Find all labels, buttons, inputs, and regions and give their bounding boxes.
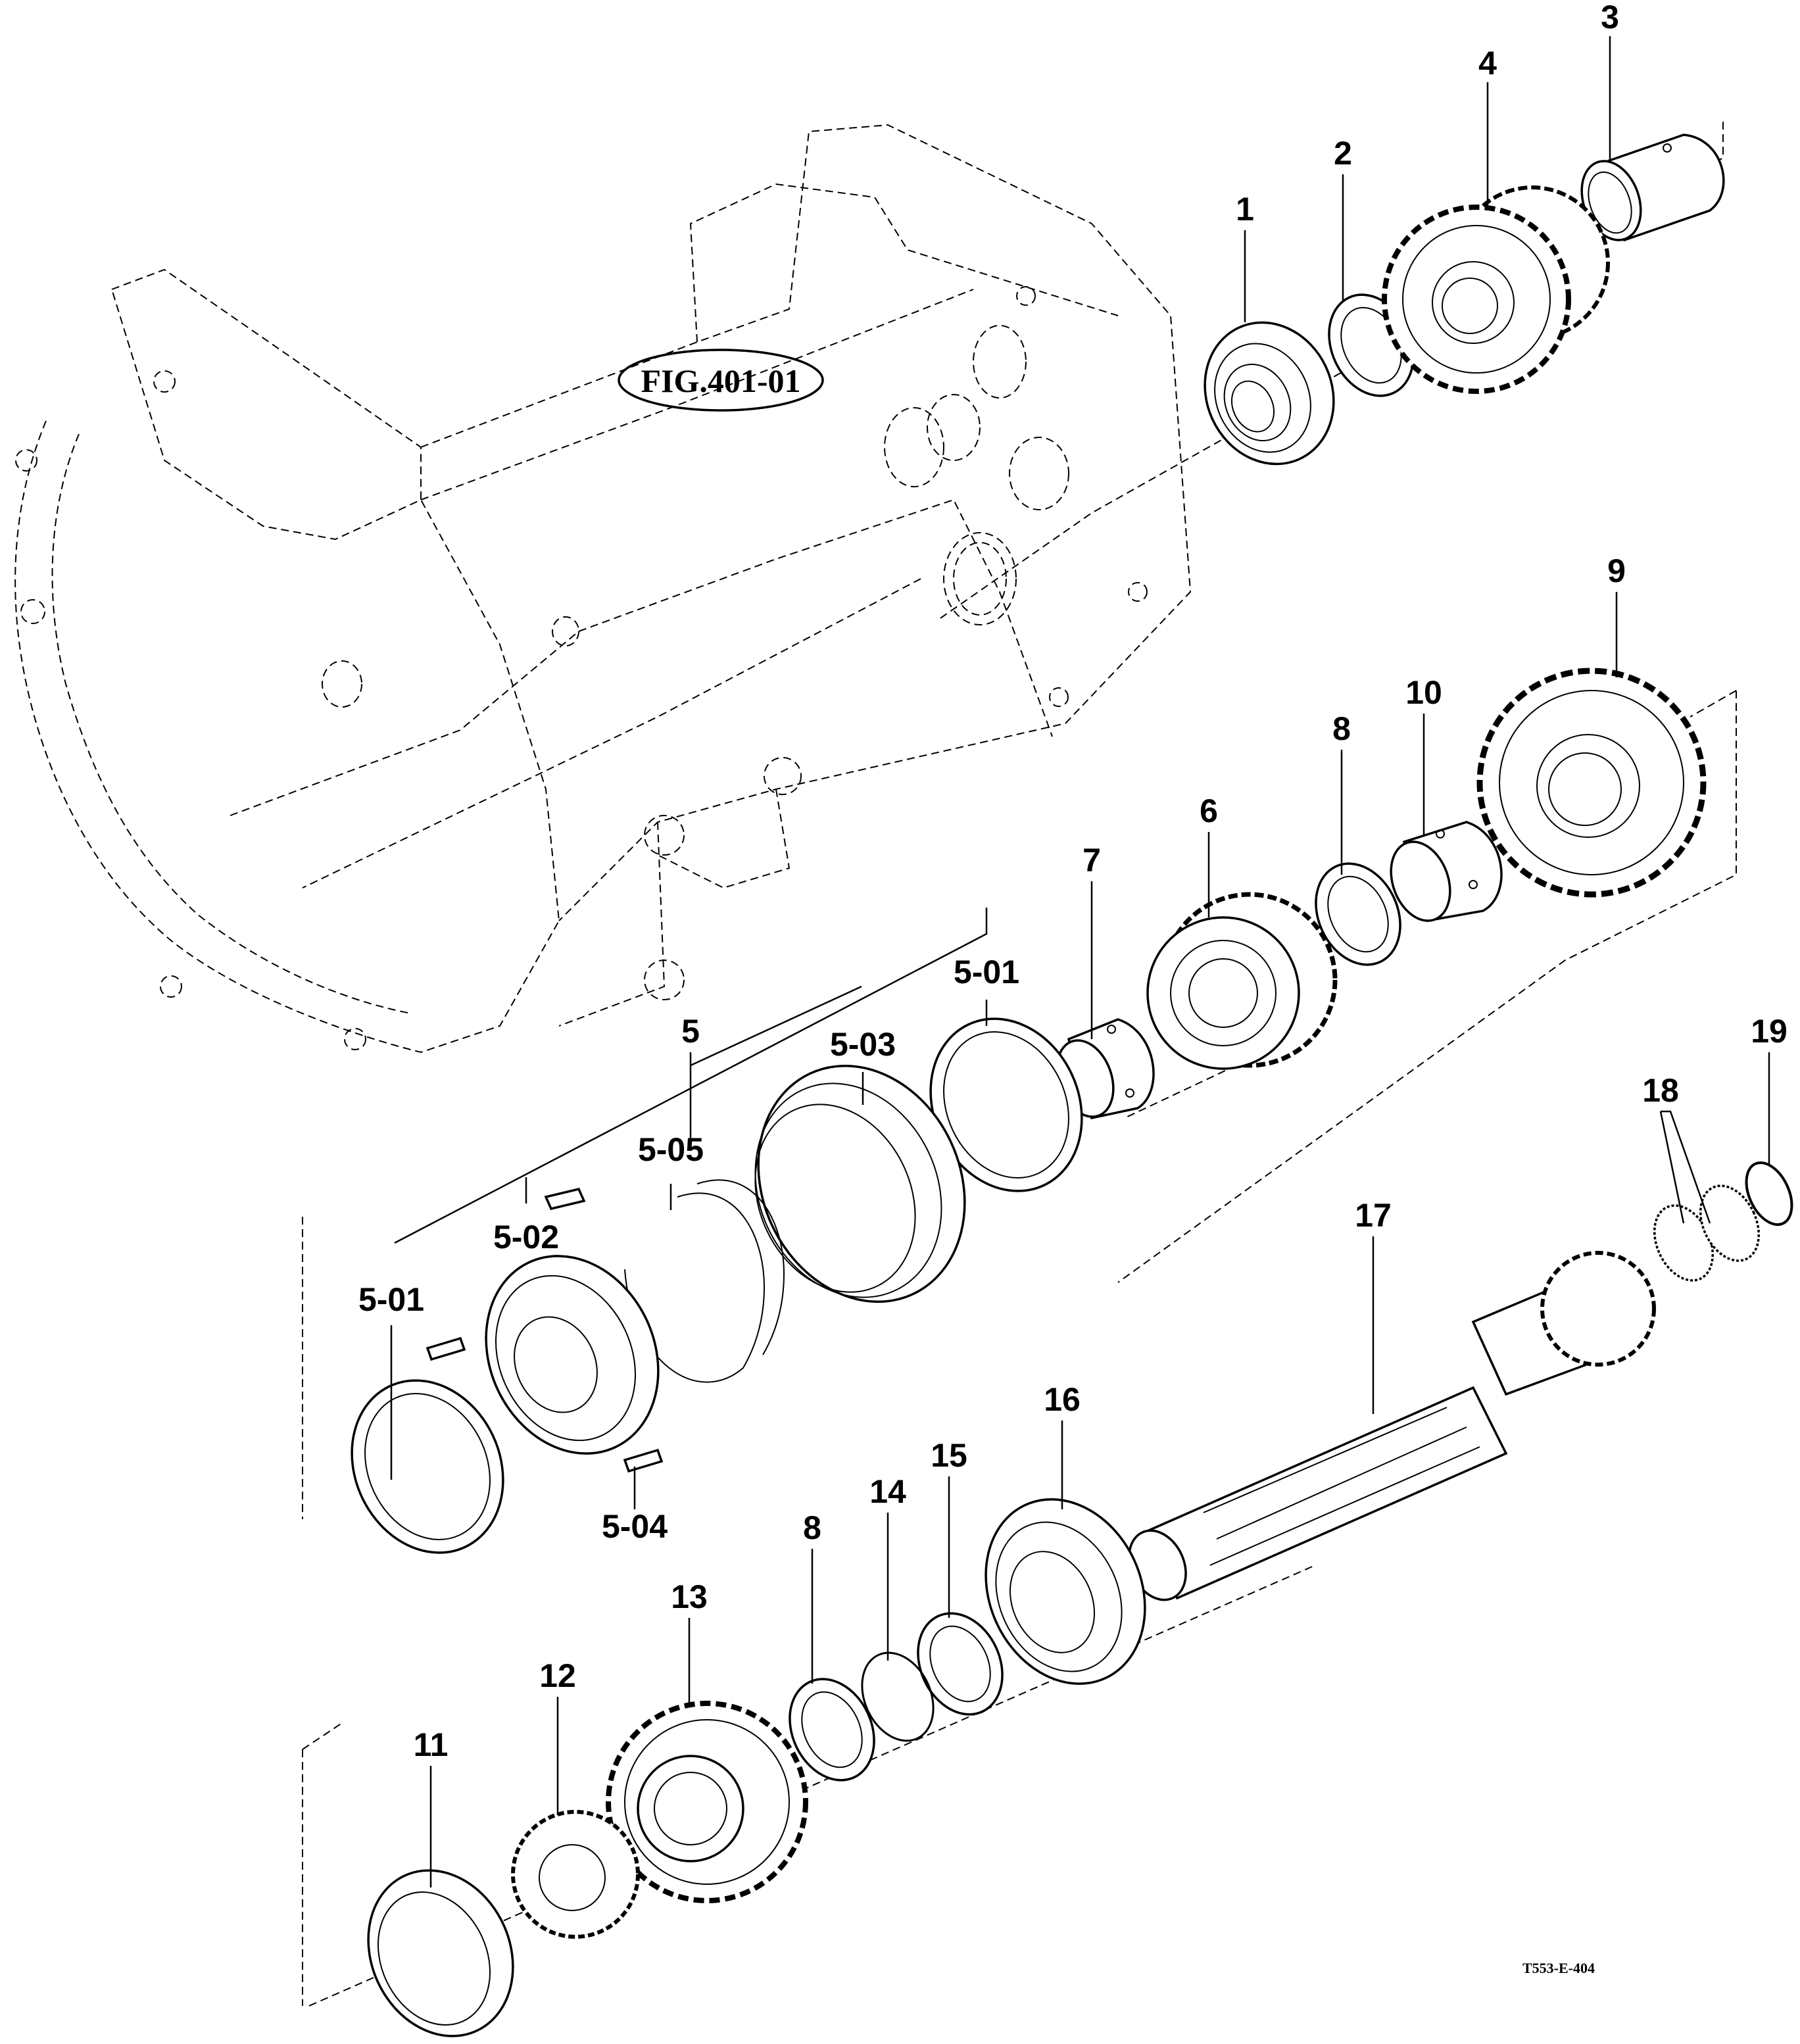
part-12-hub-gear[interactable] — [511, 1810, 640, 1939]
part-4-double-gear[interactable] — [1382, 185, 1610, 394]
label-part-5: 5 — [681, 1013, 700, 1050]
part-5-03-sleeve[interactable] — [721, 1032, 1002, 1336]
label-part-13: 13 — [671, 1578, 708, 1615]
label-part-5-01-lower: 5-01 — [358, 1281, 424, 1318]
part-15-thrust-washer[interactable] — [902, 1599, 1018, 1728]
label-part-5-02: 5-02 — [493, 1219, 559, 1255]
transmission-case-outline — [14, 124, 1192, 1054]
label-part-10: 10 — [1405, 674, 1442, 711]
part-1-ball-bearing[interactable] — [1182, 301, 1356, 485]
part-8-thrust-washer-lower[interactable] — [774, 1665, 890, 1794]
part-6-gear[interactable] — [1146, 892, 1338, 1070]
part-18-needle-bearing[interactable] — [1643, 1177, 1770, 1290]
label-part-9: 9 — [1607, 552, 1626, 589]
part-17-main-shaft[interactable] — [1119, 1251, 1656, 1609]
figure-reference-badge[interactable]: FIG.401-01 — [618, 349, 824, 412]
part-9-large-gear[interactable] — [1476, 668, 1707, 898]
part-5-hub[interactable] — [426, 1228, 690, 1482]
label-part-19: 19 — [1751, 1013, 1788, 1050]
label-part-8-lower: 8 — [803, 1509, 821, 1546]
part-5-04-shifting-key[interactable] — [623, 1448, 664, 1473]
part-5-01-synchro-ring-lower[interactable] — [324, 1355, 530, 1578]
label-part-5-01-upper: 5-01 — [954, 954, 1019, 990]
assembly-group-boundaries — [302, 122, 1737, 2007]
part-labels: 1 2 3 4 5 5-01 5-02 5-03 5-04 5-05 5-01 … — [358, 0, 1788, 1763]
part-14-circlip[interactable] — [848, 1641, 947, 1752]
label-part-6: 6 — [1200, 792, 1218, 829]
part-16-ball-bearing[interactable] — [956, 1473, 1174, 1710]
figure-reference-text: FIG.401-01 — [641, 362, 800, 399]
label-part-18: 18 — [1642, 1072, 1679, 1109]
part-8-thrust-washer-upper[interactable] — [1300, 850, 1416, 979]
label-part-5-03: 5-03 — [830, 1026, 896, 1063]
part-5-02-shifting-key[interactable] — [544, 1187, 586, 1211]
label-part-16: 16 — [1044, 1381, 1081, 1418]
part-10-bushing[interactable] — [1380, 821, 1503, 929]
label-part-14: 14 — [869, 1473, 906, 1510]
label-part-8-upper: 8 — [1332, 710, 1351, 747]
part-13-gear[interactable] — [606, 1701, 808, 1903]
drawing-code: T553-E-404 — [1522, 1960, 1595, 1976]
part-11-bearing[interactable] — [342, 1847, 539, 2044]
label-part-4: 4 — [1478, 45, 1497, 82]
label-part-5-04: 5-04 — [602, 1508, 668, 1545]
leader-lines — [390, 36, 1770, 1887]
label-part-17: 17 — [1355, 1197, 1392, 1234]
part-19-snap-ring[interactable] — [1738, 1156, 1800, 1232]
label-part-2: 2 — [1334, 135, 1352, 172]
label-part-11: 11 — [414, 1726, 449, 1763]
label-part-1: 1 — [1236, 191, 1254, 228]
label-part-7: 7 — [1082, 842, 1101, 879]
label-part-15: 15 — [931, 1437, 967, 1474]
label-part-5-05: 5-05 — [638, 1131, 704, 1168]
label-part-12: 12 — [539, 1657, 576, 1694]
label-part-3: 3 — [1601, 0, 1619, 36]
